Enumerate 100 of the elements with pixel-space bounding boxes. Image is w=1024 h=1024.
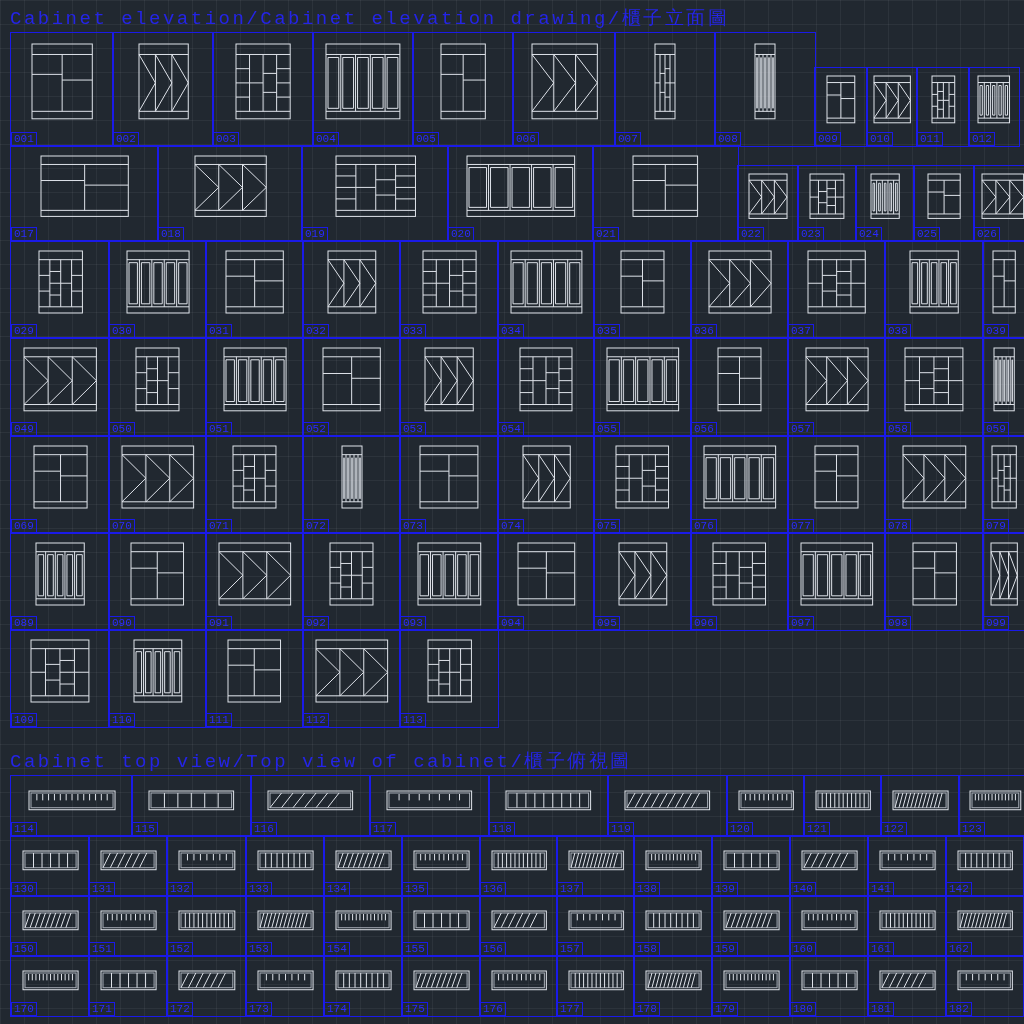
drawing-cell	[399, 435, 499, 534]
cell-number: 024	[856, 226, 882, 241]
drawing-cell	[787, 435, 886, 534]
cell-number: 008	[715, 131, 741, 146]
cell-number: 059	[983, 421, 1009, 436]
drawing-cell	[787, 337, 886, 437]
cell-number: 133	[246, 881, 272, 896]
drawing-cell	[884, 435, 984, 534]
drawing-cell	[973, 165, 1024, 242]
cell-number: 053	[400, 421, 426, 436]
cell-number: 113	[400, 712, 426, 727]
drawing-cell	[867, 955, 947, 1017]
cell-number: 096	[691, 615, 717, 630]
drawing-cell	[108, 629, 207, 728]
cell-number: 094	[498, 615, 524, 630]
drawing-cell	[245, 895, 325, 957]
cell-number: 020	[448, 226, 474, 241]
cell-number: 172	[167, 1001, 193, 1016]
drawing-cell	[797, 165, 857, 242]
drawing-cell	[88, 895, 168, 957]
cell-number: 051	[206, 421, 232, 436]
cell-number: 132	[167, 881, 193, 896]
drawing-cell	[157, 145, 303, 242]
cell-number: 138	[634, 881, 660, 896]
cell-number: 090	[109, 615, 135, 630]
section-heading: Cabinet elevation/Cabinet elevation drawing/櫃子立面圖	[10, 8, 730, 30]
cell-number: 170	[11, 1001, 37, 1016]
drawing-cell	[711, 895, 791, 957]
drawing-cell	[10, 775, 133, 837]
cell-number: 117	[370, 821, 396, 836]
drawing-cell	[302, 629, 401, 728]
drawing-cell	[982, 337, 1024, 437]
drawing-cell	[369, 775, 490, 837]
cell-number: 153	[246, 941, 272, 956]
cell-number: 038	[885, 323, 911, 338]
cell-number: 178	[634, 1001, 660, 1016]
drawing-cell	[867, 835, 947, 897]
drawing-cell	[880, 775, 960, 837]
drawing-cell	[205, 240, 304, 339]
cell-number: 073	[400, 518, 426, 533]
cell-number: 099	[983, 615, 1009, 630]
cell-number: 036	[691, 323, 717, 338]
drawing-cell	[205, 629, 304, 728]
cell-number: 049	[11, 421, 37, 436]
drawing-cell	[866, 67, 918, 147]
cell-number: 019	[302, 226, 328, 241]
drawing-cell	[10, 629, 110, 728]
drawing-cell	[982, 435, 1024, 534]
drawing-cell	[714, 32, 816, 147]
drawing-cell	[245, 835, 325, 897]
cell-number: 022	[738, 226, 764, 241]
cell-number: 161	[868, 941, 894, 956]
cell-number: 005	[413, 131, 439, 146]
cell-number: 134	[324, 881, 350, 896]
cell-number: 025	[914, 226, 940, 241]
drawing-cell	[497, 240, 595, 339]
drawing-cell	[10, 835, 90, 897]
cell-number: 089	[11, 615, 37, 630]
drawing-cell	[916, 67, 970, 147]
drawing-cell	[301, 145, 449, 242]
cell-number: 137	[557, 881, 583, 896]
cell-number: 072	[303, 518, 329, 533]
drawing-cell	[633, 835, 713, 897]
cell-number: 118	[489, 821, 515, 836]
cell-number: 174	[324, 1001, 350, 1016]
drawing-cell	[593, 532, 692, 631]
cell-number: 052	[303, 421, 329, 436]
drawing-cell	[497, 532, 595, 631]
cell-number: 009	[815, 131, 841, 146]
cell-number: 152	[167, 941, 193, 956]
drawing-cell	[690, 435, 789, 534]
cell-number: 007	[615, 131, 641, 146]
cell-number: 136	[480, 881, 506, 896]
cell-number: 033	[400, 323, 426, 338]
drawing-cell	[855, 165, 915, 242]
cell-number: 179	[712, 1001, 738, 1016]
drawing-cell	[789, 835, 869, 897]
drawing-cell	[205, 532, 304, 631]
cell-number: 057	[788, 421, 814, 436]
cell-number: 160	[790, 941, 816, 956]
cell-number: 159	[712, 941, 738, 956]
drawing-cell	[250, 775, 371, 837]
cell-number: 095	[594, 615, 620, 630]
cell-number: 119	[608, 821, 634, 836]
cell-number: 017	[11, 226, 37, 241]
cell-number: 156	[480, 941, 506, 956]
drawing-cell	[166, 835, 247, 897]
cell-number: 131	[89, 881, 115, 896]
cell-number: 135	[402, 881, 428, 896]
drawing-cell	[205, 337, 304, 437]
drawing-cell	[323, 955, 403, 1017]
drawing-cell	[982, 240, 1024, 339]
cell-number: 010	[867, 131, 893, 146]
cell-number: 003	[213, 131, 239, 146]
drawing-cell	[607, 775, 728, 837]
cell-number: 092	[303, 615, 329, 630]
cell-number: 074	[498, 518, 524, 533]
cell-number: 180	[790, 1001, 816, 1016]
cell-number: 071	[206, 518, 232, 533]
cell-number: 115	[132, 821, 158, 836]
